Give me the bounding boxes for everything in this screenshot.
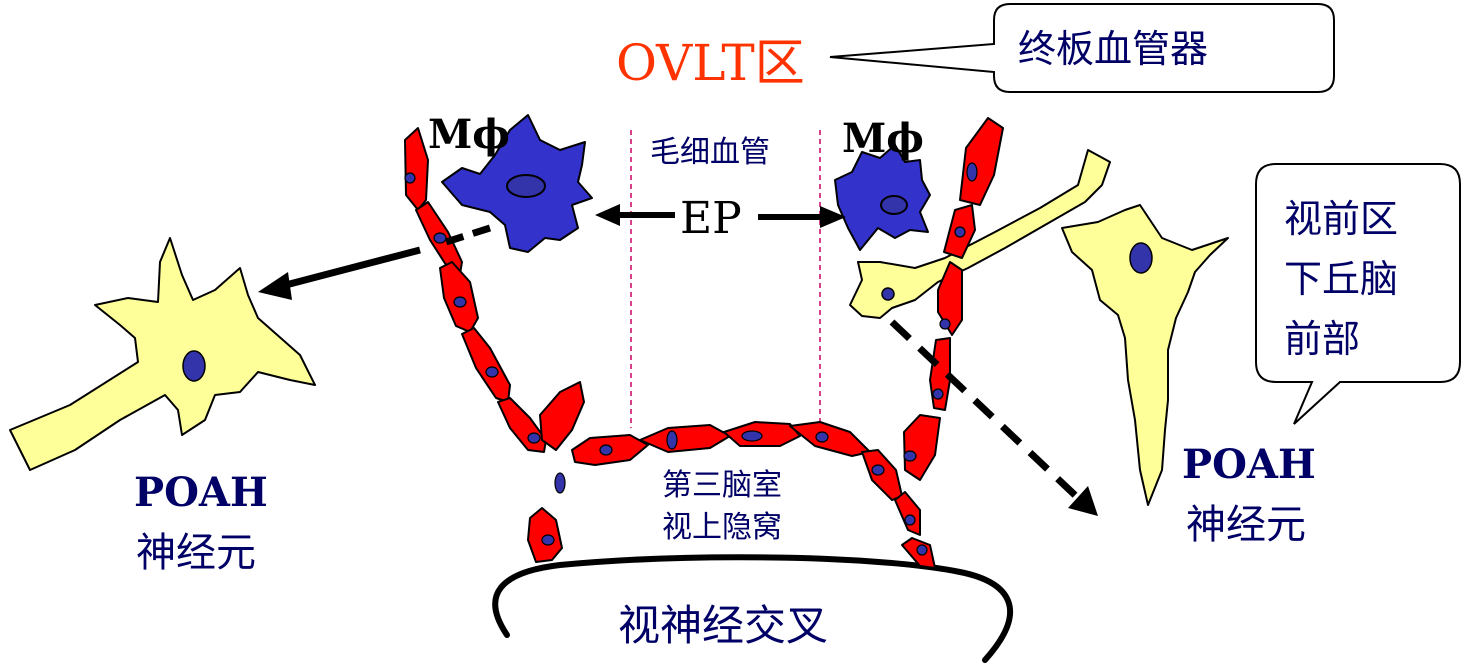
- upper-right-neuron-nucleus: [881, 287, 895, 301]
- callout-right-line3: 前部: [1284, 317, 1360, 361]
- capillary-wall-right-nuclei: [903, 162, 978, 556]
- capillary-wall-bottom: [571, 421, 903, 501]
- arrow-to-left-neuron: [281, 246, 421, 290]
- neuron-right-label: 神经元: [1186, 502, 1306, 548]
- callout-top-bubble: [829, 3, 1335, 93]
- right-poah-neuron: [1061, 204, 1229, 506]
- ovlt-label: OVLT区: [616, 34, 805, 92]
- left-macrophage: [441, 114, 593, 253]
- left-poah-neuron: [9, 237, 316, 471]
- left-neuron-nucleus: [182, 350, 206, 382]
- macrophage-right-label: Mϕ: [842, 115, 924, 162]
- optic-chiasm-curve: [492, 554, 1014, 663]
- macrophage-left-label: Mϕ: [428, 111, 510, 158]
- ep-label: EP: [680, 193, 742, 244]
- capillary-label: 毛细血管: [650, 135, 770, 170]
- callout-right-line2: 下丘脑: [1284, 257, 1398, 301]
- arrow-to-left-neuron-dashed: [444, 224, 492, 246]
- callout-right-bubble: [1255, 163, 1461, 425]
- callout-top-label: 终板血管器: [1018, 27, 1208, 71]
- right-macrophage: [834, 144, 931, 251]
- arrowhead-left-neuron: [258, 272, 292, 300]
- upper-right-neuron: [849, 149, 1111, 319]
- supraoptic-recess-label: 视上隐窝: [662, 510, 782, 545]
- poah-right-label: POAH: [1182, 441, 1316, 488]
- optic-chiasm-label: 视神经交叉: [618, 601, 828, 650]
- capillary-wall-left-nuclei: [404, 172, 566, 546]
- right-neuron-nucleus: [1129, 242, 1153, 274]
- arrowhead-right-neuron: [1068, 486, 1098, 516]
- capillary-wall-bottom-nuclei: [599, 430, 885, 476]
- third-ventricle-label: 第三脑室: [662, 468, 782, 503]
- ep-arrowhead-right: [820, 206, 846, 228]
- callout-right-line1: 视前区: [1284, 197, 1398, 241]
- neuron-left-label: 神经元: [136, 530, 256, 576]
- poah-left-label: POAH: [134, 469, 268, 516]
- arrow-to-right-neuron: [889, 319, 1081, 501]
- ep-arrowhead-left: [595, 204, 620, 226]
